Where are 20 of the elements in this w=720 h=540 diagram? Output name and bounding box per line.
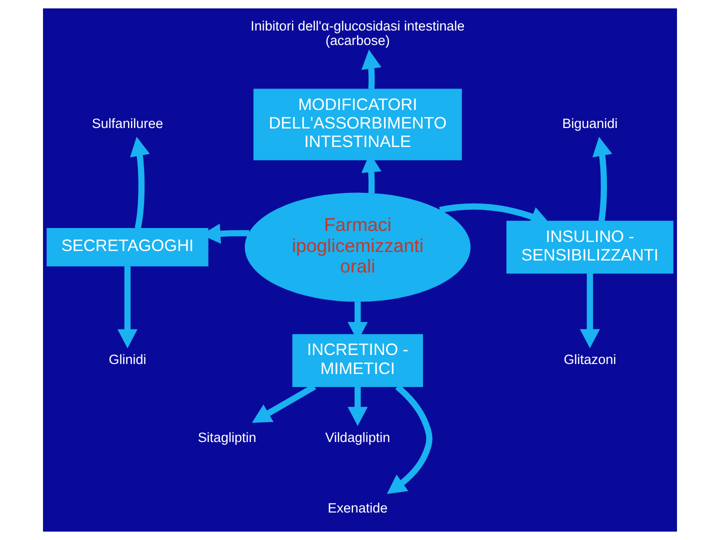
arrow (130, 136, 150, 229)
arrow (117, 266, 138, 348)
arrow (361, 50, 382, 90)
node-box: MODIFICATORI DELL'ASSORBIMENTO INTESTINALE (253, 88, 462, 160)
arrow (592, 136, 612, 222)
node-text: Sitagliptin (198, 430, 256, 445)
node-text: Exenatide (328, 500, 388, 516)
node-box: INSULINO - SENSIBILIZZANTI (506, 220, 674, 274)
node-text: Biguanidi (562, 116, 618, 132)
node-box: INCRETINO - MIMETICI (292, 334, 423, 387)
arrow (386, 384, 432, 494)
node-text: Vildagliptin (325, 430, 390, 445)
node-text: Glinidi (108, 352, 146, 368)
arrow (348, 386, 368, 426)
node-text: Glitazoni (564, 352, 616, 368)
node-text: Sulfaniluree (92, 116, 164, 132)
node-text: Inibitori dell'α-glucosidasi intestinale (acarbose) (250, 18, 465, 48)
node-box: SECRETAGOGHI (46, 228, 208, 266)
node-ellipse: Farmaci ipoglicemizzanti orali (244, 192, 471, 302)
arrow (580, 273, 600, 348)
